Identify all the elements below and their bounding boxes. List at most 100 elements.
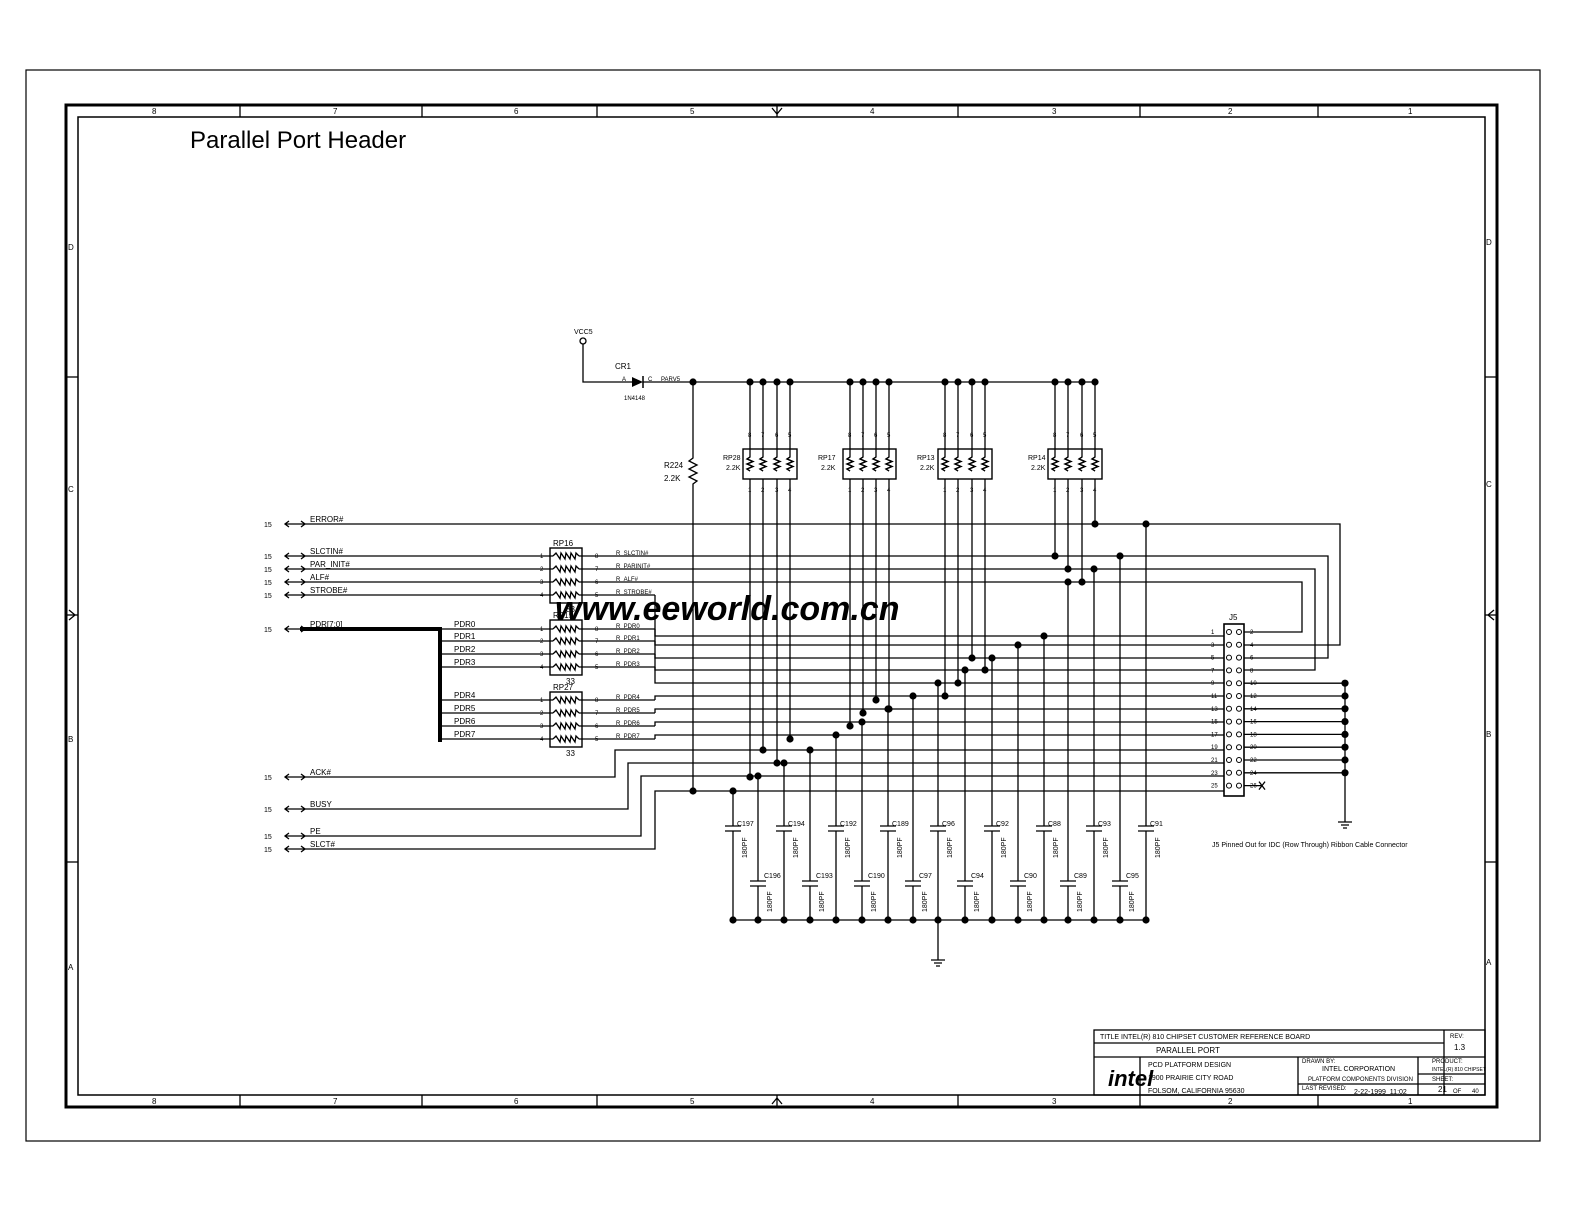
port-sheet-ref: 15 [264,522,272,529]
capacitor-ref: C194 [788,821,805,828]
pdr-net-label: PDR6 [454,717,476,726]
tb-rev: 1.3 [1454,1043,1466,1052]
net-r-strobe [654,595,1224,637]
capacitor-symbol [1086,569,1102,920]
j5-pin [1236,629,1242,635]
j5-odd-pin-number: 25 [1211,784,1218,790]
port-signal-name: PDR[7:0] [310,620,342,629]
series-pack-ref: RP27 [553,683,574,692]
pack-pin-right: 6 [595,580,599,586]
capacitor-value: 180PF [974,891,981,912]
series-pack-body [549,619,583,676]
capacitor-symbol [802,750,818,920]
pdr-bus [300,627,442,742]
rpack-pin-number: 7 [1066,433,1070,439]
junction-dot [859,378,867,386]
net-ack [305,749,1224,778]
junction-dot [1064,565,1072,573]
junction-dot [1078,378,1086,386]
net-slct [305,790,1224,850]
tb-subtitle: PARALLEL PORT [1156,1046,1220,1055]
pdr-bus-line [300,627,442,742]
junction-dot [954,378,962,386]
j5-even-pin-number: 16 [1250,720,1257,726]
capacitor-value: 180PF [947,837,954,858]
resistor-element [953,456,963,472]
bidirectional-port-icon [283,552,307,560]
pack-pin-right: 7 [595,711,599,717]
j5-pin [1226,641,1232,648]
junction-dot [1051,378,1059,386]
port-sheet-ref: 15 [264,580,272,587]
diode-cr1-ref: CR1 [615,362,632,371]
capacitor-value: 180PF [1053,837,1060,858]
j5-pin [1236,718,1242,725]
junction-dot [1091,520,1099,528]
series-output-net: R_PDR1 [616,636,640,642]
tb-division: PLATFORM COMPONENTS DIVISION [1308,1077,1413,1083]
junction-dot [981,378,989,386]
parv5-label: PARV5 [661,377,681,383]
capacitor-value: 180PF [819,891,826,912]
bidirectional-port-icon [283,565,307,573]
port-sheet-ref: 15 [264,834,272,841]
j5-pin [1236,757,1242,763]
pack-pin-right: 8 [595,698,599,704]
port-sheet-ref: 15 [264,554,272,561]
power-section: VCC5 CR1 A C 1N4148 PARV5 R224 2.2K [574,329,1095,791]
frame-row-label: B [1486,730,1491,739]
frame-column-label: 8 [152,107,157,116]
j5-odd-pin-number: 23 [1211,771,1218,777]
j5-pin [1226,693,1232,699]
pack-pin-left: 1 [540,554,544,560]
resistor-element [552,590,580,600]
capacitor-symbol [880,709,896,920]
pack-pin-right: 5 [595,593,599,599]
series-output-net: R_PDR0 [616,624,640,630]
j5-pin [1236,680,1242,687]
series-pack-ref: RP15 [553,611,574,620]
sheet-title: Parallel Port Header [190,127,406,154]
resistor-element [552,734,580,744]
junction-dot [773,759,781,767]
j5-odd-pin-number: 7 [1211,668,1215,674]
rpack-ref: RP14 [1028,455,1046,462]
r224-symbol [687,382,699,791]
frame-column-label: 6 [514,1097,519,1106]
resistor-element [552,708,580,718]
frame-center-arrow [771,107,783,116]
port-signal-name: SLCTIN# [310,547,343,556]
pack-pin-left: 2 [540,639,544,645]
bidirectional-port-icon [283,832,307,840]
outer-border [25,69,1541,1142]
port-signal-name: SLCT# [310,840,335,849]
rpack-pin-number: 5 [887,433,891,439]
rpack-pin-number: 8 [943,433,947,439]
tb-drawn-by: INTEL CORPORATION [1322,1066,1395,1073]
port-signal-name: BUSY [310,800,332,809]
tb-total: 40 [1472,1089,1479,1095]
frame-column-label: 8 [152,1097,157,1106]
connector-note: J5 Pinned Out for IDC (Row Through) Ribb… [1212,842,1408,849]
rpack-value: 2.2K [821,465,836,472]
capacitor-value: 180PF [1155,837,1162,858]
port-sheet-ref: 15 [264,847,272,854]
rpack-pin-number: 5 [788,433,792,439]
frame-center-arrow [68,609,77,621]
j5-pin [1226,757,1232,763]
pdr-net-label: PDR1 [454,632,476,641]
capacitor-symbol [750,776,766,920]
junction-dot [746,378,754,386]
title-block-grid [1094,1030,1485,1095]
rpack-ref: RP17 [818,455,836,462]
rpack-pin-number: 8 [748,433,752,439]
resistor-element [858,456,868,472]
net-r-pdr7 [654,734,1224,739]
diode-anode-label: A [622,377,626,383]
frame-column-label: 2 [1228,107,1233,116]
j5-pin [1236,782,1242,789]
junction-dot [1091,378,1099,386]
title-block: TITLE INTEL(R) 810 CHIPSET CUSTOMER REFE… [1093,1029,1486,1096]
capacitor-ref: C95 [1126,873,1139,880]
